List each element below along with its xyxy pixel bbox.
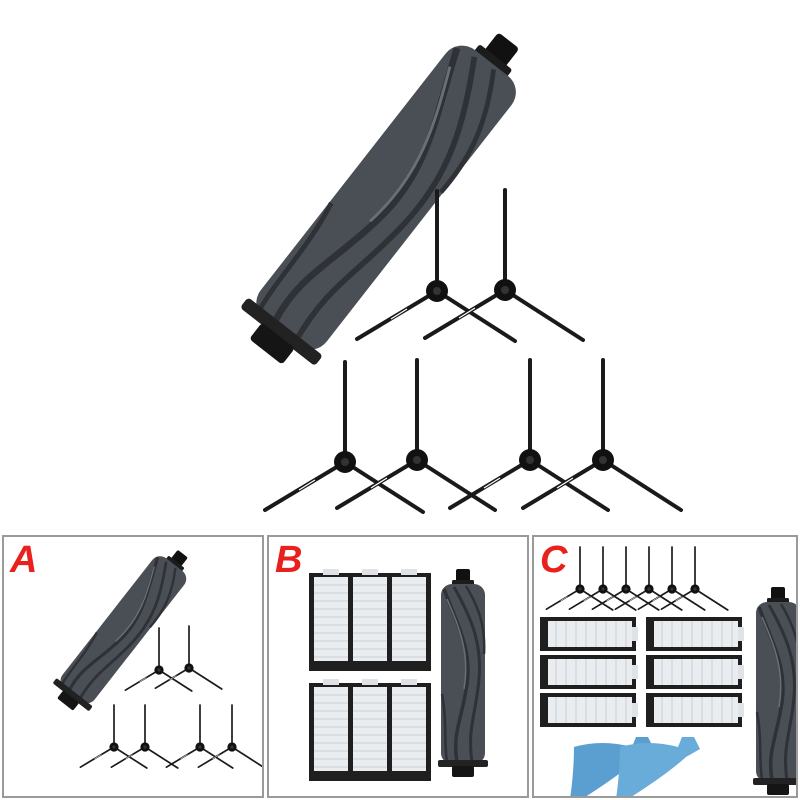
option-c-label: C (540, 539, 568, 581)
roller-brush (436, 567, 490, 779)
hepa-filter (347, 678, 393, 782)
hepa-filter (539, 616, 639, 652)
side-brush (197, 704, 262, 769)
side-brush (110, 704, 179, 769)
hepa-filter (347, 568, 393, 672)
option-c-panel[interactable]: C (532, 535, 798, 798)
option-b-label: B (275, 539, 303, 581)
option-a-image (45, 537, 262, 769)
hepa-filter (645, 616, 745, 652)
hero-product-image (0, 0, 683, 514)
hepa-filter (539, 692, 639, 728)
hepa-filter (645, 654, 745, 690)
hepa-filter (308, 678, 354, 782)
hepa-filter (539, 654, 639, 690)
mop-pad (616, 737, 700, 796)
hepa-filter (308, 568, 354, 672)
hero-side-brush-2 (423, 188, 585, 342)
option-a-label: A (10, 539, 38, 581)
hepa-filter (386, 678, 432, 782)
hero-roller-brush (228, 11, 546, 381)
side-brush (79, 704, 148, 769)
option-c-image (539, 546, 796, 796)
option-a-panel[interactable]: A (2, 535, 264, 798)
side-brush (154, 625, 223, 690)
hepa-filter (386, 568, 432, 672)
hero-side-brush-5 (448, 358, 610, 512)
hero-side-brush-4 (335, 358, 497, 512)
option-b-panel[interactable]: B (267, 535, 529, 798)
roller-brush (751, 585, 796, 796)
hero-side-brush-3 (263, 360, 425, 514)
side-brush (165, 704, 234, 769)
hero-side-brush-6 (521, 358, 683, 512)
hepa-filter (645, 692, 745, 728)
roller-brush (45, 537, 203, 721)
option-b-image (308, 567, 490, 782)
